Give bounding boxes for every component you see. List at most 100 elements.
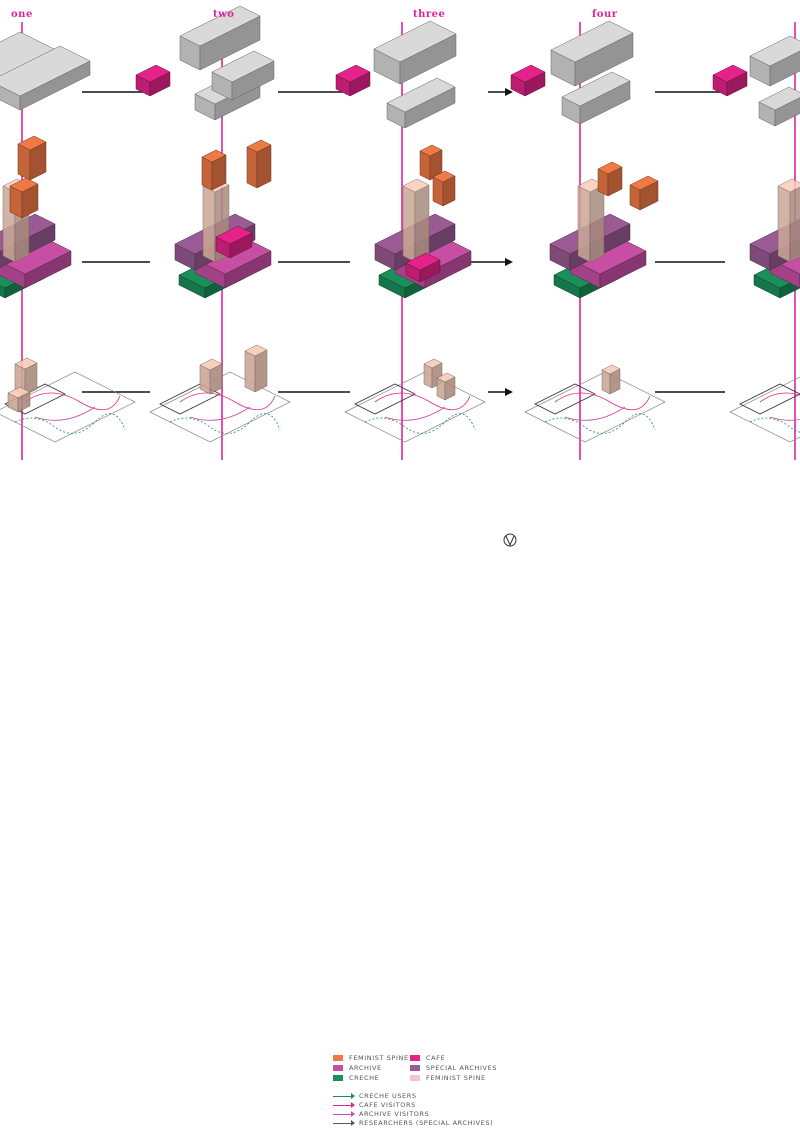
feminist-spine-glass [577,178,605,263]
feminist-spine-block-face [246,139,272,153]
massing-block-face [774,97,800,127]
feminist-spine-glass-face [423,358,443,369]
feminist-spine-block-face [17,143,31,181]
massing-block-face [550,20,634,63]
feminist-spine-glass [199,358,223,395]
stage-label-four: four [592,9,618,20]
massing-block-face [769,50,800,87]
cafe-route [24,392,121,410]
feminist-spine-glass-face [402,185,416,263]
legend-item: CAFE [410,1054,445,1063]
massing-block [749,35,800,87]
feminist-spine-glass-face [244,344,268,357]
route-arrow-icon [333,1102,355,1108]
cafe-block-face [335,64,371,83]
cafe-route [179,392,276,410]
route-item: CAFE VISITORS [333,1101,416,1110]
archive-route [384,406,446,421]
cafe-route [759,392,800,403]
cafe-block-face [712,64,748,83]
legend-item: FEMINIST SPINE [410,1074,486,1083]
feminist-spine-block [597,161,623,197]
route-label: RESEARCHERS (SPECIAL ARCHIVES) [359,1119,494,1127]
archive-route [769,416,800,421]
creche-route [749,417,800,433]
cafe-block-face [135,64,171,83]
legend-swatch [410,1075,420,1081]
legend-swatch [410,1065,420,1071]
legend-label: CAFE [426,1054,446,1062]
cafe-block-face [510,64,546,83]
cafe-block [405,252,441,283]
legend-item: CRECHE [333,1074,379,1083]
stage-label-three: three [413,9,446,20]
feminist-spine-glass-face [14,357,38,370]
feminist-spine-glass [601,364,621,395]
route-item: ARCHIVE VISITORS [333,1110,429,1119]
diagram-canvas: one two three four FEMINIST SPINE CAFE A… [0,5,800,1127]
legend-label: CRECHE [349,1074,380,1082]
cafe-block-face [405,252,441,271]
stage-label-two: two [213,9,235,20]
massing-block-face [749,35,800,67]
site-outline [524,371,666,443]
route-label: ARCHIVE VISITORS [359,1110,430,1118]
feminist-spine-glass-face [7,386,31,399]
feminist-spine-block-face [9,177,39,193]
feminist-spine-glass-face [777,185,791,263]
creche-route [14,413,126,434]
cafe-block [510,64,546,97]
feminist-spine-glass [7,386,31,413]
massing-block [0,45,91,111]
building-outline [159,383,221,415]
cafe-block [335,64,371,97]
massing-block-face [179,5,261,47]
site-outline [729,376,800,443]
massing-block [373,20,457,85]
massing-block [179,5,261,71]
feminist-spine-block [17,135,47,181]
massing-block-face [0,45,91,97]
route-item: CRECHE USERS [333,1092,417,1101]
legend-item: ARCHIVE [333,1064,382,1073]
legend-label: FEMINIST SPINE [349,1054,409,1062]
route-arrow-icon [333,1120,355,1126]
feminist-spine-block-face [246,146,258,189]
cafe-block [215,225,253,259]
feminist-spine-glass [402,178,430,263]
feminist-spine-block [246,139,272,189]
feminist-spine-glass-face [414,184,430,263]
feminist-spine-glass-face [577,185,591,263]
route-item: RESEARCHERS (SPECIAL ARCHIVES) [333,1119,493,1128]
massing-block-face [561,71,631,107]
cafe-route [374,392,471,410]
route-label: CRECHE USERS [359,1092,417,1100]
creche-route [364,413,476,434]
massing-block-face [386,77,456,113]
feminist-spine-block [201,149,227,191]
feminist-spine-block-face [17,135,47,151]
feminist-spine-block-face [597,161,623,175]
feminist-spine-block-face [256,144,272,189]
connector-arrowhead [505,258,513,266]
legend-label: SPECIAL ARCHIVES [426,1064,498,1072]
massing-block-face [211,50,275,83]
site-outline [344,371,486,443]
massing-block [386,77,456,129]
massing-block [211,50,275,101]
building-outline [534,383,596,415]
feminist-spine-block [419,144,443,181]
feminist-spine-block-face [201,149,227,163]
north-arrow-icon [505,535,515,547]
route-label: CAFE VISITORS [359,1101,416,1109]
building-outline [354,383,416,415]
connector-arrowhead [505,88,513,96]
legend-swatch [333,1065,343,1071]
creche-route [169,413,281,434]
cafe-block [712,64,748,97]
feminist-spine-glass [244,344,268,393]
feminist-spine-block [432,170,456,207]
feminist-spine-glass [777,178,800,263]
feminist-spine-glass [436,372,456,401]
legend-swatch [410,1055,420,1061]
